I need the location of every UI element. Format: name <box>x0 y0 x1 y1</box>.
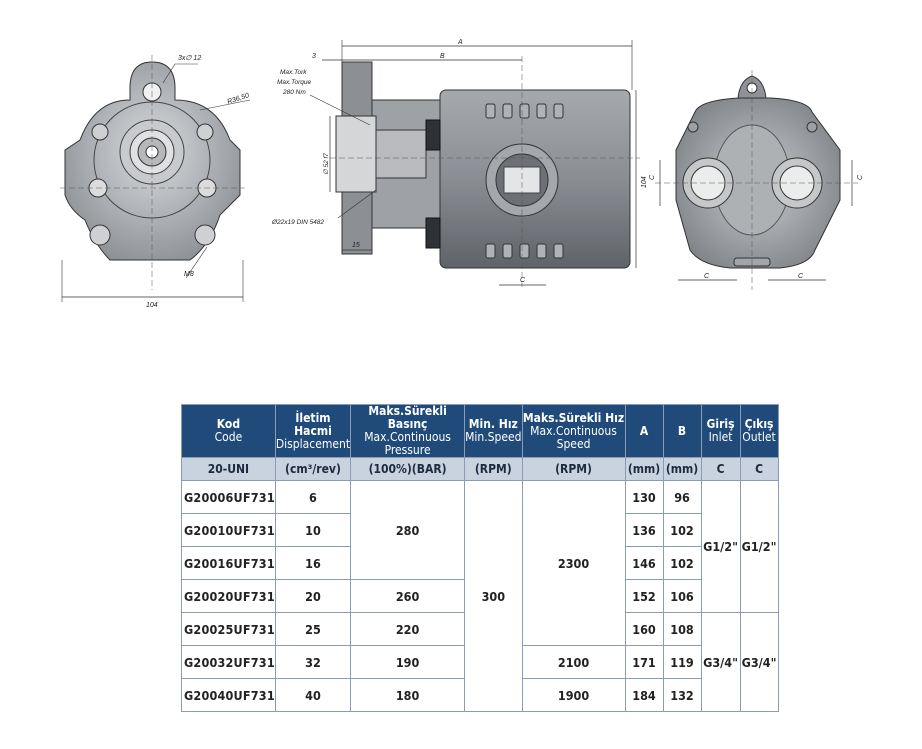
unit-b: (mm) <box>662 457 702 481</box>
holes-label: 3x∅ 12 <box>178 55 201 62</box>
pressure-cell: 190 <box>350 645 466 679</box>
max-speed-cell: 2300 <box>521 480 626 646</box>
outlet-cell: G1/2" <box>739 480 779 613</box>
a-cell: 146 <box>624 546 664 580</box>
displacement-cell: 32 <box>274 645 352 679</box>
min-speed-cell: 300 <box>464 480 523 712</box>
a-cell: 184 <box>624 678 664 712</box>
a-cell: 160 <box>624 612 664 646</box>
unit-a: (mm) <box>624 457 664 481</box>
torque-label-3: 280 Nm <box>282 89 306 96</box>
dim-c-label: C <box>520 277 526 284</box>
table-row: G20006UF731 6 280 300 2300 130 96 G1/2" … <box>181 480 779 712</box>
unit-min-speed: (RPM) <box>464 457 523 481</box>
table-row: G20010UF731 10 136 102 <box>181 513 779 547</box>
b-cell: 108 <box>662 612 702 646</box>
pressure-cell: 220 <box>350 612 466 646</box>
unit-pressure: (100%)(BAR) <box>350 457 466 481</box>
b-cell: 132 <box>662 678 702 712</box>
unit-max-speed: (RPM) <box>521 457 626 481</box>
code-cell: G20032UF731 <box>181 645 276 679</box>
units-row: 20-UNI (cm³/rev) (100%)(BAR) (RPM) (RPM)… <box>181 457 779 481</box>
code-cell: G20020UF731 <box>181 579 276 613</box>
code-cell: G20025UF731 <box>181 612 276 646</box>
technical-drawings: 3x∅ 12 R36,50 M8 104 <box>60 39 864 309</box>
displacement-cell: 25 <box>274 612 352 646</box>
code-cell: G20016UF731 <box>181 546 276 580</box>
side-view: A B 3 Max.Tork Max.Torque 280 Nm ∅ 52 f7… <box>271 39 648 290</box>
torque-label-2: Max.Torque <box>277 79 311 86</box>
dim-a-label: A <box>457 39 463 46</box>
b-cell: 106 <box>662 579 702 613</box>
unit-code: 20-UNI <box>181 457 276 481</box>
dim-fifteen-label: 15 <box>352 242 360 249</box>
a-cell: 130 <box>624 480 664 514</box>
a-cell: 152 <box>624 579 664 613</box>
max-speed-cell: 1900 <box>521 678 626 712</box>
displacement-cell: 6 <box>274 480 352 514</box>
rear-c-right: C <box>857 174 864 180</box>
a-cell: 171 <box>624 645 664 679</box>
max-speed-cell: 2100 <box>521 645 626 679</box>
b-cell: 102 <box>662 513 702 547</box>
code-cell: G20006UF731 <box>181 480 276 514</box>
pressure-cell: 180 <box>350 678 466 712</box>
outlet-cell: G3/4" <box>739 612 779 712</box>
a-cell: 136 <box>624 513 664 547</box>
dim-three-label: 3 <box>312 53 316 60</box>
table-row: G20020UF731 20 260 152 106 <box>181 579 779 613</box>
table-row: G20025UF731 25 220 160 108 G3/4" G3/4" <box>181 612 779 712</box>
rear-view: C C C C <box>649 70 864 290</box>
rear-c-left-bottom: C <box>704 273 710 280</box>
displacement-cell: 10 <box>274 513 352 547</box>
rear-c-right-bottom: C <box>798 273 804 280</box>
unit-outlet: C <box>739 457 779 481</box>
unit-displacement: (cm³/rev) <box>274 457 352 481</box>
shaft-diameter-label: ∅ 52 f7 <box>323 153 330 175</box>
displacement-cell: 40 <box>274 678 352 712</box>
unit-inlet: C <box>700 457 741 481</box>
torque-label-1: Max.Tork <box>280 69 307 76</box>
front-view: 3x∅ 12 R36,50 M8 104 <box>60 55 250 309</box>
dim-height-label: 104 <box>641 176 648 188</box>
col-a: A <box>624 404 664 458</box>
b-cell: 102 <box>662 546 702 580</box>
thread-label: M8 <box>184 271 194 278</box>
radius-label: R36,50 <box>226 92 250 106</box>
pressure-cell: 260 <box>350 579 466 613</box>
displacement-cell: 16 <box>274 546 352 580</box>
displacement-cell: 20 <box>274 579 352 613</box>
code-cell: G20010UF731 <box>181 513 276 547</box>
dim-b-label: B <box>440 53 445 60</box>
b-cell: 119 <box>662 645 702 679</box>
rear-c-left: C <box>649 174 656 180</box>
table-row: G20040UF731 40 180 1900 184 132 <box>181 678 779 712</box>
col-b: B <box>662 404 702 458</box>
shaft-spline-label: Ø22x19 DIN 5482 <box>271 219 324 226</box>
inlet-cell: G3/4" <box>700 612 741 712</box>
pressure-cell: 280 <box>350 480 466 580</box>
front-width-label: 104 <box>146 302 158 309</box>
b-cell: 96 <box>662 480 702 514</box>
inlet-cell: G1/2" <box>700 480 741 613</box>
code-cell: G20040UF731 <box>181 678 276 712</box>
